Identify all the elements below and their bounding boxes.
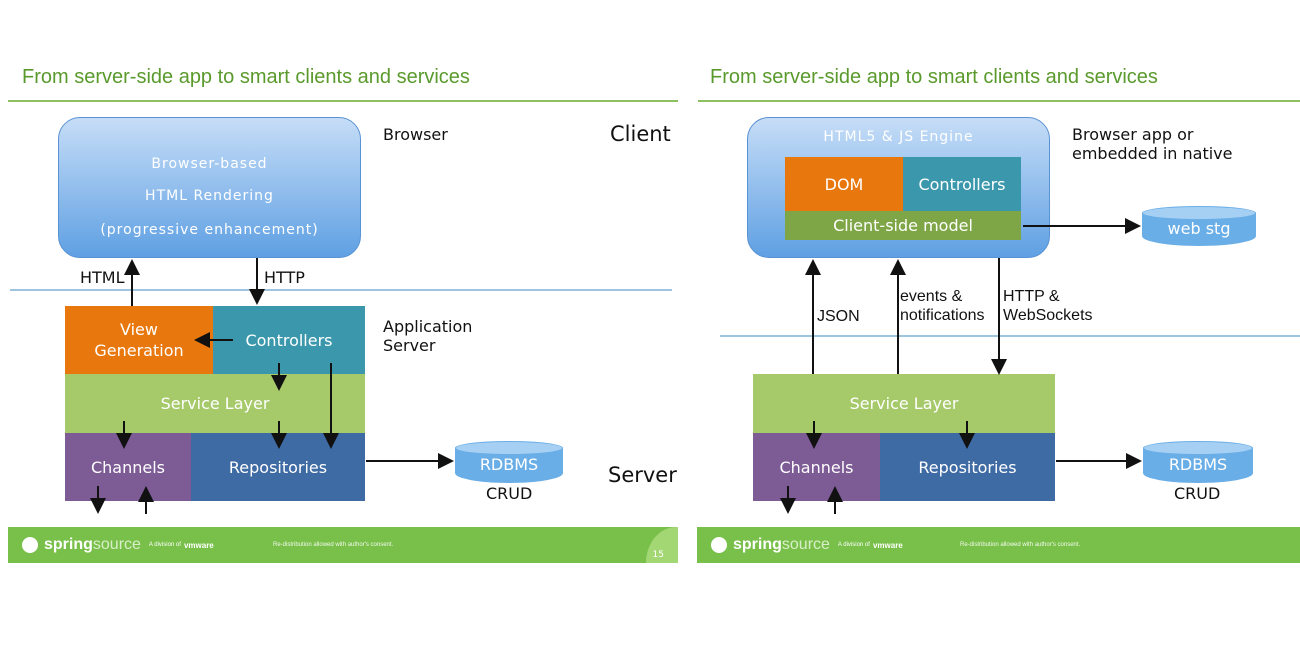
slide-left: From server-side app to smart clients an…: [8, 66, 678, 563]
app-server-label: Application Server: [383, 317, 473, 355]
controllers-box-right: Controllers: [903, 157, 1021, 211]
footer-notice-right: Re-distribution allowed with author's co…: [960, 542, 1081, 548]
logo-word-source-right: source: [781, 536, 830, 553]
rdbms-database-icon-right: RDBMS: [1143, 441, 1253, 483]
page-number: 15: [652, 550, 664, 560]
rdbms-label-right: RDBMS: [1168, 455, 1228, 474]
rdbms-database-icon: RDBMS: [455, 441, 563, 483]
vmware-logo: vmware: [183, 540, 214, 550]
service-layer-box: Service Layer: [65, 374, 365, 433]
logo-division-text: A division of: [148, 542, 181, 548]
right-arrows: [780, 218, 1142, 514]
footer-bar: spring source A division of vmware Re-di…: [8, 527, 678, 563]
logo-division-text-right: A division of: [837, 542, 870, 548]
browser-app-label: Browser app or embedded in native: [1072, 125, 1233, 163]
vmware-logo-right: vmware: [872, 540, 903, 550]
service-layer-box-right: Service Layer: [753, 374, 1055, 433]
server-label: Server: [608, 463, 677, 487]
client-model-box: Client-side model: [785, 211, 1021, 240]
client-server-divider: [10, 289, 672, 291]
web-storage-icon: web stg: [1142, 206, 1256, 246]
view-generation-box: View Generation: [65, 306, 213, 374]
left-arrows: [90, 258, 454, 514]
web-stg-label: web stg: [1167, 219, 1231, 238]
crud-label: CRUD: [486, 484, 533, 503]
client-server-divider-right: [720, 335, 1300, 337]
slide-title-right: From server-side app to smart clients an…: [710, 66, 1158, 88]
engine-title: HTML5 & JS Engine: [823, 129, 974, 145]
title-rule-right: [698, 100, 1300, 102]
crud-label-right: CRUD: [1174, 484, 1221, 503]
browser-rendering-box: Browser-based HTML Rendering (progressiv…: [58, 117, 361, 258]
client-label: Client: [610, 122, 671, 146]
footer-notice: Re-distribution allowed with author's co…: [273, 542, 394, 548]
logo-word-spring: spring: [44, 536, 93, 553]
spring-leaf-icon: [22, 537, 38, 553]
rdbms-label: RDBMS: [479, 455, 539, 474]
repositories-box-right: Repositories: [880, 433, 1055, 501]
channels-box: Channels: [65, 433, 191, 501]
dom-box: DOM: [785, 157, 903, 211]
footer-bar-right: spring source A division of vmware Re-di…: [697, 527, 1300, 563]
browser-box-line2: HTML Rendering: [145, 188, 274, 204]
springsource-logo-right: spring source A division of vmware: [711, 536, 903, 554]
slide-right: From server-side app to smart clients an…: [690, 0, 1300, 650]
title-rule: [8, 100, 678, 102]
logo-word-source: source: [92, 536, 141, 553]
slide-title: From server-side app to smart clients an…: [22, 66, 470, 88]
springsource-logo: spring source A division of vmware: [22, 536, 214, 554]
controllers-box: Controllers: [213, 306, 365, 374]
browser-box-line1: Browser-based: [151, 156, 268, 172]
html-label: HTML: [80, 268, 125, 287]
http-websockets-label: HTTP & WebSockets: [1003, 288, 1093, 324]
events-label: events & notifications: [900, 288, 985, 324]
logo-word-spring-right: spring: [733, 536, 782, 553]
json-label: JSON: [817, 308, 860, 325]
browser-label: Browser: [383, 125, 448, 144]
spring-leaf-icon-right: [711, 537, 727, 553]
http-label: HTTP: [264, 268, 305, 287]
browser-box-line3: (progressive enhancement): [100, 222, 319, 238]
